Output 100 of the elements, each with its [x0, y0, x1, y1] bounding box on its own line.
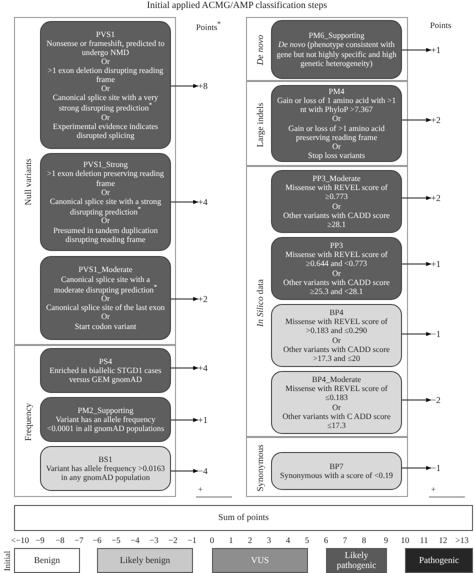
criterion-text: >1 exon deletion disrupting reading frame: [46, 66, 164, 84]
criterion-text: Other variants with C ADD score ≤17.3: [281, 412, 392, 430]
criterion-text: PVS1_Strong: [83, 160, 129, 170]
scale-tick-label: −9: [35, 535, 45, 545]
criterion-text: Other variants with CADD score >17.3 and ≤20: [282, 344, 391, 363]
criterion-text: >1 exon deletion preserving reading frame: [46, 169, 165, 188]
criterion-box: [40, 348, 171, 393]
class-box: Pathogenic: [405, 548, 473, 573]
points-value: +1: [431, 43, 453, 57]
sum-box: Sum of points: [14, 505, 473, 531]
criterion-box: [271, 237, 402, 300]
arrow: [170, 418, 199, 422]
criterion-text: Other variants with CADD score ≥28.1: [282, 210, 391, 229]
scale-tick-label: 12: [438, 535, 448, 545]
section-panel: [246, 437, 408, 497]
arrow: [402, 196, 432, 200]
criterion-text: BP4: [328, 308, 344, 318]
class-box: Likely pathogenic: [326, 548, 387, 573]
section-label: De novo: [255, 34, 265, 66]
class-box: Benign: [14, 548, 80, 573]
criterion-text: Or: [101, 294, 110, 304]
class-box: VUS: [212, 548, 308, 573]
scale-tick-label: 11: [420, 535, 428, 545]
criterion-text: Stop loss variants: [306, 150, 366, 160]
scale-tick-label: 0: [210, 535, 214, 545]
arrow: [402, 332, 432, 336]
criterion-text: Experimental evidence indicates disrupted splicing: [52, 122, 160, 140]
criterion-text: De novo (phenotype consistent with gene but not highly specific and high genetic heterogeneity): [276, 40, 397, 68]
criterion-text: PP3_Moderate: [311, 174, 362, 184]
criterion-text: Missense with REVEL score of >0.183 and ≤0.290: [284, 317, 389, 336]
scale-tick-label: −3: [149, 535, 159, 545]
criterion-text: Enriched in biallelic STGD1 cases versus GEM gnomAD: [48, 366, 162, 384]
criterion-text: Or: [331, 268, 342, 278]
arrow: [402, 118, 432, 122]
points-value: −1: [431, 327, 453, 341]
criterion-box: [40, 21, 171, 149]
section-panel: [14, 345, 176, 497]
criterion-text: PM6_Supporting: [308, 31, 366, 40]
plus-sign: +: [198, 484, 203, 494]
criterion-text: PVS1_Moderate: [78, 265, 134, 274]
arrow: [170, 296, 199, 302]
section-label: Null variants: [23, 158, 33, 206]
points-value: −1: [431, 461, 453, 475]
criterion-box: [271, 304, 402, 367]
criterion-text: Missense with REVEL score of ≤0.183: [284, 384, 389, 402]
criterion-box: [271, 20, 402, 79]
criterion-text: Nonsense or frameshift, predicted to undergo NMD: [46, 38, 166, 57]
section-panel: [246, 81, 408, 166]
criterion-text: Or: [331, 142, 341, 151]
criterion-text: Or: [100, 188, 111, 197]
criterion-text: Or: [331, 336, 342, 345]
points-value: +2: [431, 113, 453, 127]
arrow: [170, 468, 199, 474]
scale-tick-label: 10: [400, 535, 410, 545]
criterion-text: Or: [100, 113, 111, 122]
criterion-text: Variant has an allele frequency <0.0001 in all gnomAD populations: [46, 414, 166, 434]
arrow: [170, 366, 199, 370]
arrow: [402, 48, 432, 52]
criterion-box: [271, 85, 402, 162]
scale-tick-label: −1: [187, 535, 197, 545]
section-panel: [246, 17, 408, 81]
points-value: +2: [431, 191, 453, 205]
criterion-text: Or: [331, 402, 342, 412]
criterion-text: PS4: [98, 356, 114, 366]
section-label: Large indels: [255, 102, 265, 147]
criterion-text: Start codon variant: [74, 322, 138, 331]
criterion-box: [40, 153, 171, 251]
points-value: +2: [198, 292, 220, 306]
scale-tick-label: 6: [324, 535, 328, 545]
scale-tick-label: 5: [304, 535, 310, 545]
scale-tick-label: 7: [342, 535, 348, 545]
scale-tick-label: −6: [92, 535, 102, 545]
scale-tick-label: −8: [55, 535, 65, 545]
scale-tick-label: −2: [168, 535, 178, 545]
diagram-title: Initial applied ACMG/AMP classification steps: [146, 1, 328, 11]
scale-tick-label: 4: [286, 535, 290, 545]
plus-sign: +: [431, 484, 436, 494]
criterion-text: PM4: [328, 87, 346, 96]
section-panel: [14, 17, 176, 345]
points-value: +1: [431, 257, 453, 271]
scale-tick-label: 9: [384, 535, 388, 545]
scale-tick-label: 3: [266, 535, 272, 545]
points-value: +4: [198, 195, 220, 209]
row-label: Initial: [2, 550, 12, 572]
criterion-text: PVS1: [95, 30, 116, 39]
scale-tick-label: −7: [74, 535, 84, 545]
arrow: [402, 398, 432, 402]
scale-tick-label: 1: [228, 535, 234, 545]
criterion-text: PM2_Supporting: [76, 406, 134, 415]
points-value: +8: [198, 79, 220, 93]
criterion-text: Synonymous with a score of <0.19: [279, 471, 394, 480]
arrow: [170, 84, 199, 88]
points-value: −4: [198, 464, 220, 478]
criterion-text: PP3: [328, 241, 344, 250]
scale-tick-label: <−10: [10, 535, 30, 545]
criterion-text: BP4_Moderate: [310, 375, 362, 384]
criterion-text: Other variants with CADD score ≥25.3 and <28.1: [282, 278, 391, 296]
criterion-text: BS1: [98, 454, 114, 464]
points-value: +4: [198, 361, 220, 375]
section-label: Frequency: [23, 403, 33, 441]
